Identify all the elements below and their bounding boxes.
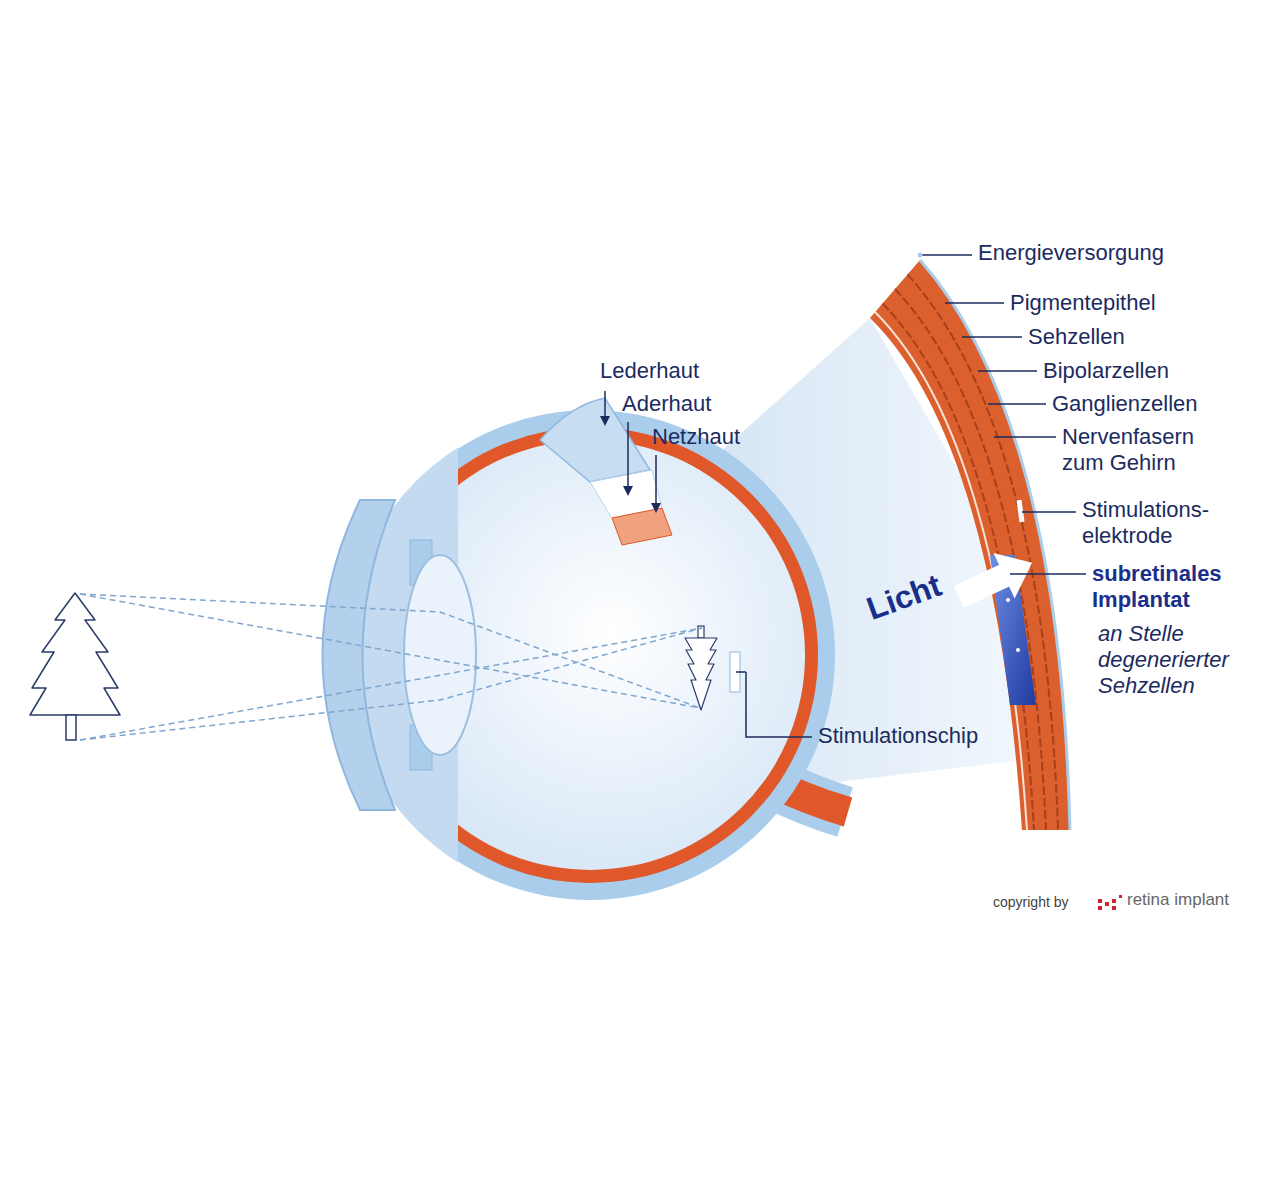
copyright-note: copyright by [993,893,1068,911]
part-label: Netzhaut [652,424,740,450]
company-logo [1098,895,1122,910]
tree-object [30,593,120,715]
company-name: retina implant [1127,890,1229,910]
retina-cut [612,508,672,545]
tree-trunk [66,715,76,740]
part-label: subretinales Implantat [1092,561,1252,613]
part-label: Stimulationschip [818,723,978,749]
layer-label: Ganglienzellen [1052,391,1198,417]
part-label: Stimulations- elektrode [1082,497,1242,549]
layer-label: Sehzellen [1028,324,1125,350]
implant-dot [1006,598,1010,602]
light-arrow [948,540,1043,620]
layer-label: Bipolarzellen [1043,358,1169,384]
layer-label: Pigmentepithel [1010,290,1156,316]
leader-lines [600,253,1086,738]
part-label: Lederhaut [600,358,699,384]
image-tree [685,638,717,710]
light-label: Licht [862,567,946,627]
cornea [323,500,396,810]
implant-dot [1016,648,1020,652]
stimulation-electrode [1016,500,1024,522]
layer-label: Energieversorgung [978,240,1164,266]
layer-label: Nervenfasern zum Gehirn [1062,424,1212,476]
part-label: Aderhaut [622,391,711,417]
note-label: an Stelle degenerierter Sehzellen [1098,621,1268,699]
light-rays [80,594,702,740]
